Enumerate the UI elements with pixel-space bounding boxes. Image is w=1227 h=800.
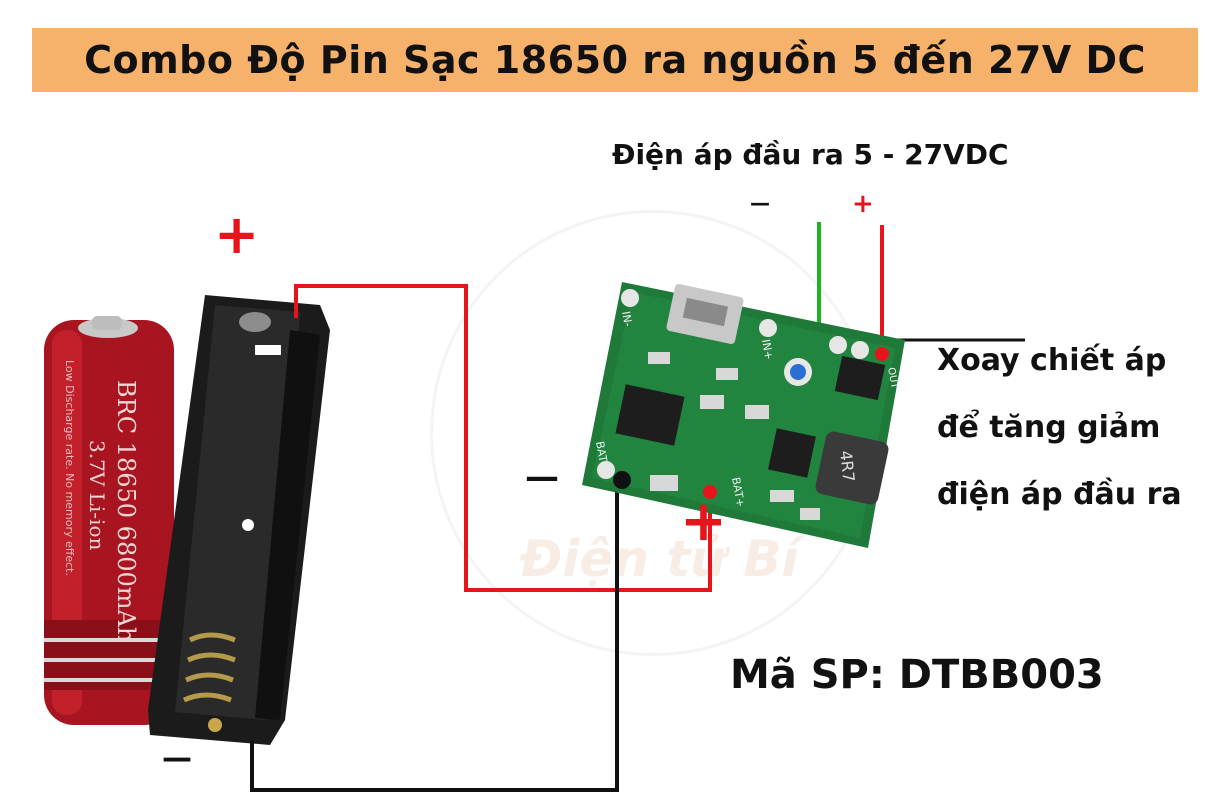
output-minus-symbol: — xyxy=(750,191,770,215)
inductor-label: 4R7 xyxy=(836,450,858,483)
pad-out: OUT xyxy=(885,367,900,391)
battery-brand-label: BRC 18650 6800mAh xyxy=(112,380,140,642)
battery-spec-label: 3.7V Li-ion xyxy=(85,440,109,550)
pad-in-plus: IN+ xyxy=(759,338,775,361)
battery-18650: BRC 18650 6800mAh 3.7V Li-ion Low Discha… xyxy=(44,316,174,725)
adjust-hint-line-3: điện áp đầu ra xyxy=(937,477,1182,512)
red-wire xyxy=(294,284,712,592)
black-wire xyxy=(250,480,619,792)
boost-charge-module: 4R7 IN- IN+ BAT- BAT+ OUT xyxy=(582,282,905,548)
battery-small-text: Low Discharge rate. No memory effect. xyxy=(63,360,76,576)
holder-plus-symbol: + xyxy=(214,203,259,266)
title-banner: Combo Độ Pin Sạc 18650 ra nguồn 5 đến 27… xyxy=(32,28,1198,92)
output-voltage-label: Điện áp đầu ra 5 - 27VDC xyxy=(612,138,1009,171)
product-code: Mã SP: DTBB003 xyxy=(730,652,1104,698)
holder-minus-symbol: — xyxy=(162,741,192,776)
pad-bat-plus: BAT+ xyxy=(729,476,747,508)
battery-holder xyxy=(148,295,330,745)
pad-in-minus: IN- xyxy=(619,310,634,327)
output-plus-symbol: + xyxy=(852,189,874,219)
adjust-hint-line-2: để tăng giảm xyxy=(937,410,1161,445)
adjust-hint-line-1: Xoay chiết áp xyxy=(937,343,1167,378)
board-minus-symbol: — xyxy=(525,457,559,497)
watermark-text: Điện tử Bí xyxy=(520,530,799,588)
page-title: Combo Độ Pin Sạc 18650 ra nguồn 5 đến 27… xyxy=(84,38,1146,82)
board-plus-symbol: + xyxy=(680,489,727,554)
pad-bat-minus: BAT- xyxy=(593,440,610,466)
